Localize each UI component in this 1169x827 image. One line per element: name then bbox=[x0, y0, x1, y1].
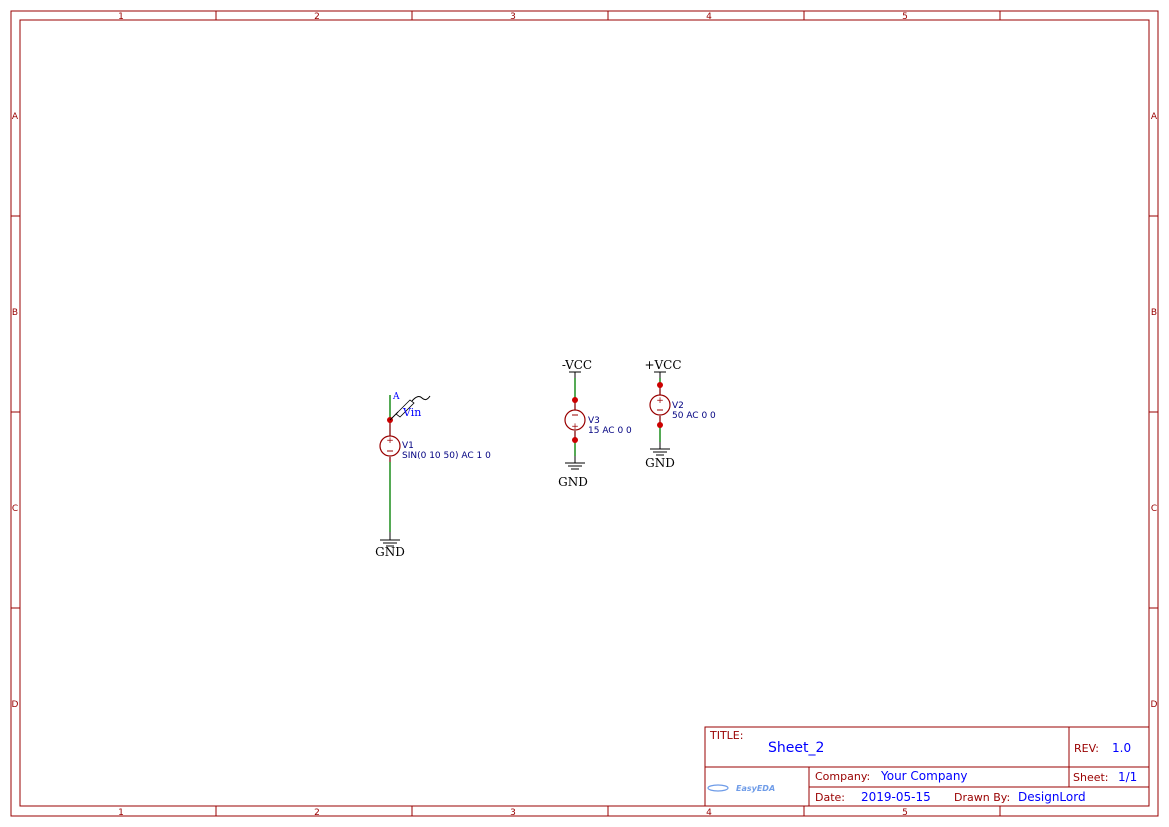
column-label: 4 bbox=[706, 808, 712, 818]
svg-text:+: + bbox=[386, 436, 394, 446]
rev-value: 1.0 bbox=[1112, 741, 1131, 755]
svg-text:+: + bbox=[571, 422, 579, 432]
title-value: Sheet_2 bbox=[768, 740, 824, 756]
column-label: 2 bbox=[314, 12, 320, 22]
row-label: C bbox=[1151, 504, 1157, 514]
column-label: 5 bbox=[902, 808, 908, 818]
supply-label: -VCC bbox=[562, 358, 592, 372]
gnd-label: GND bbox=[645, 456, 675, 470]
sheet-label: Sheet: bbox=[1073, 771, 1109, 784]
title-block: TITLE: Sheet_2 REV: 1.0 Company: Your Co… bbox=[704, 726, 1150, 807]
title-label: TITLE: bbox=[709, 729, 743, 742]
gnd-label: GND bbox=[375, 545, 405, 559]
probe-label: Vin bbox=[402, 406, 421, 419]
column-label: 3 bbox=[510, 12, 516, 22]
ground-icon bbox=[380, 539, 400, 547]
date-value: 2019-05-15 bbox=[861, 790, 931, 804]
row-label: C bbox=[12, 504, 18, 514]
column-label: 1 bbox=[118, 12, 124, 22]
ground-icon bbox=[650, 448, 670, 456]
company-value: Your Company bbox=[880, 769, 968, 783]
sheet-frame: 1 2 3 4 5 1 2 3 4 5 A B C D A B C D bbox=[10, 10, 1159, 818]
row-label: B bbox=[12, 308, 18, 318]
sheet-value: 1/1 bbox=[1118, 770, 1137, 784]
supply-label: +VCC bbox=[644, 358, 681, 372]
drawn-by-value: DesignLord bbox=[1018, 790, 1086, 804]
row-label: A bbox=[1151, 112, 1158, 122]
gnd-label: GND bbox=[558, 475, 588, 489]
component-designator: V1 bbox=[402, 441, 414, 451]
row-label: D bbox=[1151, 700, 1158, 710]
source-v2[interactable]: +VCC + V2 50 AC 0 0 GND bbox=[644, 358, 716, 470]
svg-text:+: + bbox=[656, 396, 664, 406]
row-label: B bbox=[1151, 308, 1157, 318]
easyeda-logo: EasyEDA bbox=[707, 784, 775, 793]
component-value: SIN(0 10 50) AC 1 0 bbox=[402, 451, 491, 461]
drawn-by-label: Drawn By: bbox=[954, 791, 1010, 804]
source-v1[interactable]: + A Vin V1 SIN(0 10 50) AC 1 0 GND bbox=[375, 392, 491, 559]
column-label: 4 bbox=[706, 12, 712, 22]
rev-label: REV: bbox=[1074, 742, 1099, 755]
date-label: Date: bbox=[815, 791, 845, 804]
svg-text:EasyEDA: EasyEDA bbox=[736, 784, 775, 793]
row-label: A bbox=[12, 112, 19, 122]
column-label: 1 bbox=[118, 808, 124, 818]
ground-icon bbox=[565, 462, 585, 470]
net-label: A bbox=[392, 392, 400, 402]
company-label: Company: bbox=[815, 770, 870, 783]
row-label: D bbox=[12, 700, 19, 710]
component-value: 15 AC 0 0 bbox=[588, 426, 632, 436]
voltage-probe-icon[interactable] bbox=[389, 395, 431, 421]
component-value: 50 AC 0 0 bbox=[672, 411, 716, 421]
column-label: 2 bbox=[314, 808, 320, 818]
source-v3[interactable]: -VCC + V3 15 AC 0 0 GND bbox=[558, 358, 632, 489]
component-designator: V2 bbox=[672, 401, 684, 411]
column-label: 5 bbox=[902, 12, 908, 22]
column-label: 3 bbox=[510, 808, 516, 818]
component-designator: V3 bbox=[588, 416, 600, 426]
